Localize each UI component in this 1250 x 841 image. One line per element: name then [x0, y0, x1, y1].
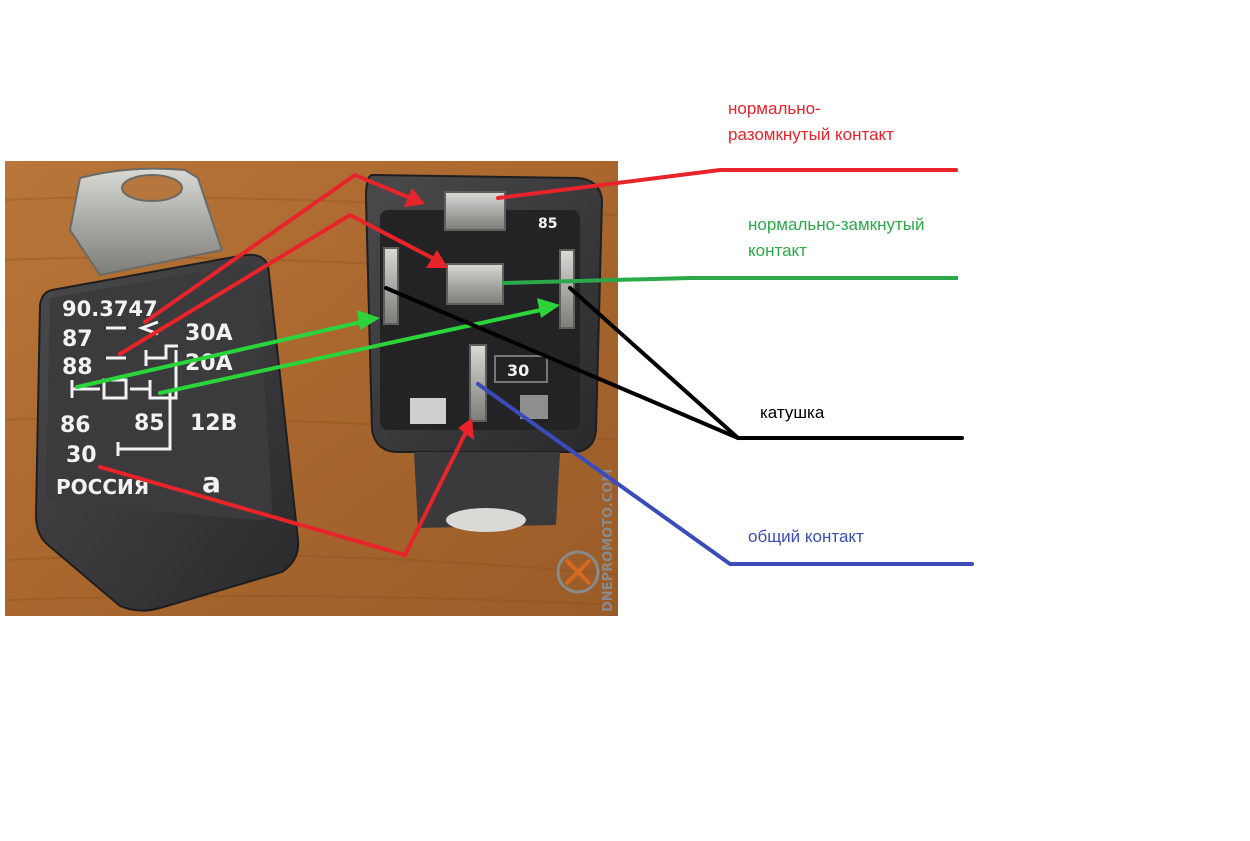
label-common-contact: общий контакт: [748, 527, 864, 546]
label-no-contact-line2: разомкнутый контакт: [728, 125, 894, 144]
marking-85: 85: [134, 411, 165, 436]
pin-87: [444, 191, 506, 231]
socket-marking-top: 85: [538, 216, 557, 232]
label-nc-contact-line1: нормально-замкнутый: [748, 215, 925, 234]
pointer-common-contact: [476, 382, 974, 566]
socket-marking-30: 30: [507, 361, 529, 380]
pin-87a: [446, 263, 504, 305]
label-no-contact: нормально- разомкнутый контакт: [728, 96, 894, 148]
watermark-text: DNEPROMOTO.COM: [601, 469, 616, 612]
brand-mark: а: [202, 466, 221, 499]
marking-88: 88: [62, 355, 93, 380]
label-coil: катушка: [760, 403, 825, 422]
relay-right-plug: [446, 508, 526, 532]
relay-photo: 90.3747 87 30A 88 20A 86 85 12B 30 РОССИ…: [4, 161, 619, 616]
bracket-hole: [121, 174, 183, 202]
mounting-bracket: [68, 167, 224, 277]
marking-12b: 12B: [190, 411, 237, 436]
watermark-logo-icon: [556, 550, 600, 594]
label-no-contact-line1: нормально-: [728, 99, 821, 118]
marking-30: 30: [66, 443, 97, 468]
wrench-icon: [564, 558, 592, 586]
arrowhead-icon: [458, 418, 474, 440]
marking-country: РОССИЯ: [56, 475, 149, 499]
label-nc-contact-line2: контакт: [748, 241, 807, 260]
label-nc-contact: нормально-замкнутый контакт: [748, 212, 924, 264]
pointer-nc-contact: [75, 306, 552, 395]
pin-86: [383, 247, 399, 325]
marking-86: 86: [60, 413, 91, 438]
green-arrowheads: [357, 298, 560, 330]
arrowhead-icon: [537, 298, 560, 318]
pin-30-box: [494, 355, 548, 383]
relay-right-base: [414, 452, 560, 528]
marking-30a: 30A: [185, 321, 233, 346]
pointer-nc-contact-line: [501, 276, 958, 285]
arrowhead-icon: [357, 310, 380, 330]
arrowhead-icon: [426, 250, 448, 268]
arrowhead-icon: [404, 188, 425, 207]
pointer-no-contact: [98, 168, 958, 558]
socket-slot-left: [410, 398, 446, 424]
marking-87: 87: [62, 327, 93, 352]
pointer-coil: [384, 286, 964, 440]
schematic-glyphs: [70, 320, 178, 456]
red-arrowheads: [404, 188, 474, 440]
watermark: DNEPROMOTO.COM: [556, 469, 616, 612]
marking-model: 90.3747: [62, 297, 158, 321]
